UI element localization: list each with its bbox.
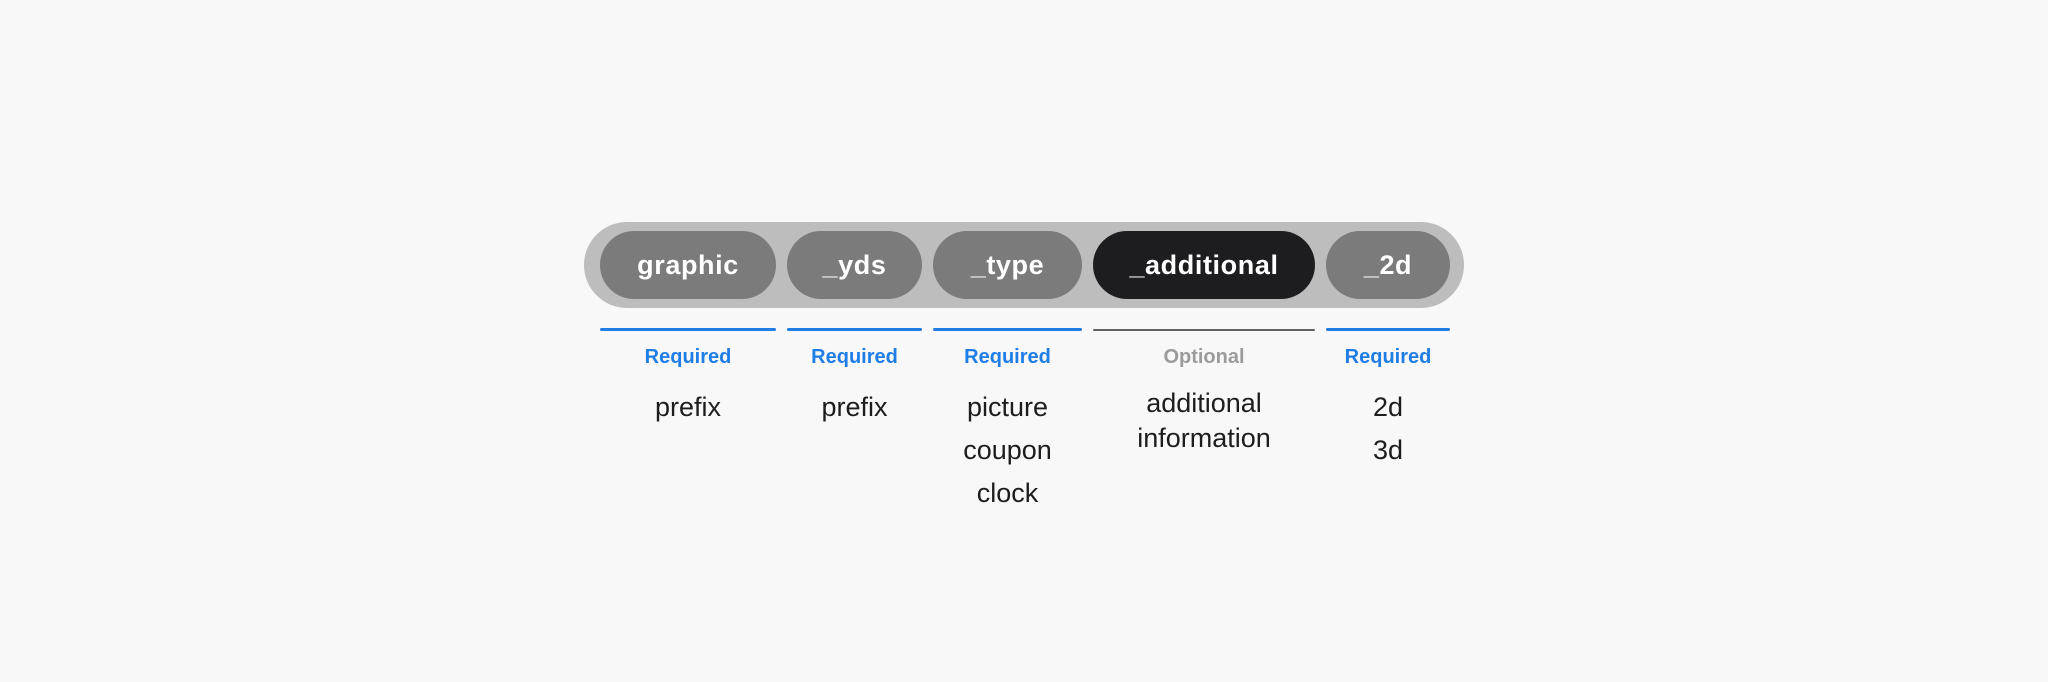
token-pill-bar: graphic _yds _type _additional _2d [584,222,1464,308]
pill-additional-highlighted: _additional [1093,231,1315,299]
optional-underline [1093,329,1315,331]
status-label: Required [811,346,898,368]
pill-yds: _yds [787,231,922,299]
legend-col-2d: Required 2d 3d [1326,328,1450,515]
required-underline [600,328,776,331]
description-line: 2d [1372,392,1404,422]
description-line: prefix [821,392,888,422]
required-underline [787,328,922,331]
description: picture coupon clock [933,386,1082,515]
naming-convention-diagram: graphic _yds _type _additional _2d Requi… [584,222,1464,515]
description-line: 3d [1372,435,1404,465]
description: additional information [1137,388,1271,453]
pill-graphic-label: graphic [637,249,739,280]
description: prefix [787,386,922,429]
required-underline [1326,328,1450,331]
status-label: Optional [1163,346,1245,368]
pill-yds-label: _yds [822,249,887,280]
pill-2d-label: _2d [1363,249,1413,280]
description: 2d 3d [1326,386,1450,472]
legend-col-yds: Required prefix [787,328,922,515]
status-label: Required [1344,346,1432,368]
description-line: prefix [654,392,722,422]
required-underline [933,328,1082,331]
legend-col-type: Required picture coupon clock [933,328,1082,515]
pill-additional-label: _additional [1129,249,1279,280]
legend-col-additional: Optional additional information [1093,328,1315,515]
pill-type: _type [933,231,1082,299]
description: prefix [600,386,776,429]
pill-type-label: _type [970,249,1045,280]
legend-row: Required prefix Required prefix Required… [584,328,1464,515]
description-line: coupon [963,435,1052,465]
pill-2d: _2d [1326,231,1450,299]
status-label: Required [644,346,732,368]
pill-graphic: graphic [600,231,776,299]
status-label: Required [964,346,1051,368]
description-line: clock [976,478,1039,508]
legend-col-graphic: Required prefix [600,328,776,515]
description-line: picture [966,392,1049,422]
